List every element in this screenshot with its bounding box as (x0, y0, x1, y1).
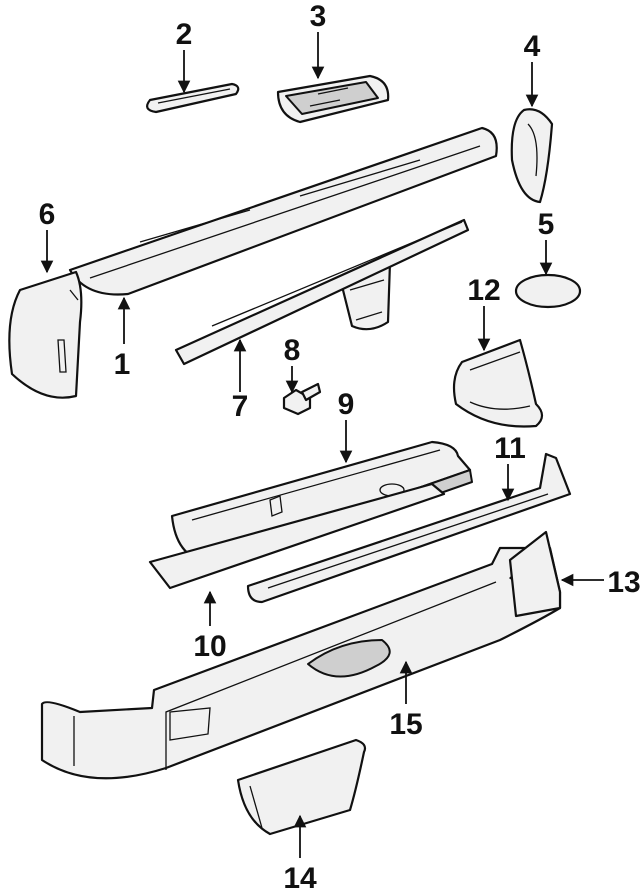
part-7-rail (174, 218, 470, 366)
part-3-bracket (276, 74, 390, 124)
part-5-oval-cap (514, 273, 582, 309)
part-6-end-cap (8, 270, 83, 399)
callout-2: 2 (176, 18, 193, 51)
callout-10: 10 (193, 630, 226, 663)
callout-4: 4 (524, 30, 541, 63)
part-12-duct (452, 338, 544, 428)
part-4-trim-piece (510, 108, 554, 204)
callout-labels: 1 2 3 4 5 6 7 8 9 10 11 12 13 14 15 (39, 0, 640, 892)
part-13-end-cap (508, 530, 562, 618)
callout-1: 1 (114, 348, 131, 381)
callout-3: 3 (310, 0, 327, 33)
callout-9: 9 (338, 388, 355, 421)
part-10-pad (148, 482, 446, 590)
leader-lines (40, 32, 604, 858)
callout-8: 8 (284, 334, 301, 367)
part-1-upper-panel (68, 126, 498, 331)
part-11-side-rail (246, 452, 572, 604)
callout-5: 5 (538, 208, 555, 241)
callout-11: 11 (494, 432, 526, 465)
callout-15: 15 (389, 708, 422, 741)
part-8-screw (282, 382, 322, 416)
part-14-storage-box (236, 738, 367, 836)
callout-14: 14 (283, 862, 317, 892)
callout-6: 6 (39, 198, 56, 231)
callout-13: 13 (607, 566, 640, 599)
callout-7: 7 (232, 390, 249, 423)
part-2-trim-strip (146, 82, 240, 114)
callout-12: 12 (467, 274, 500, 307)
